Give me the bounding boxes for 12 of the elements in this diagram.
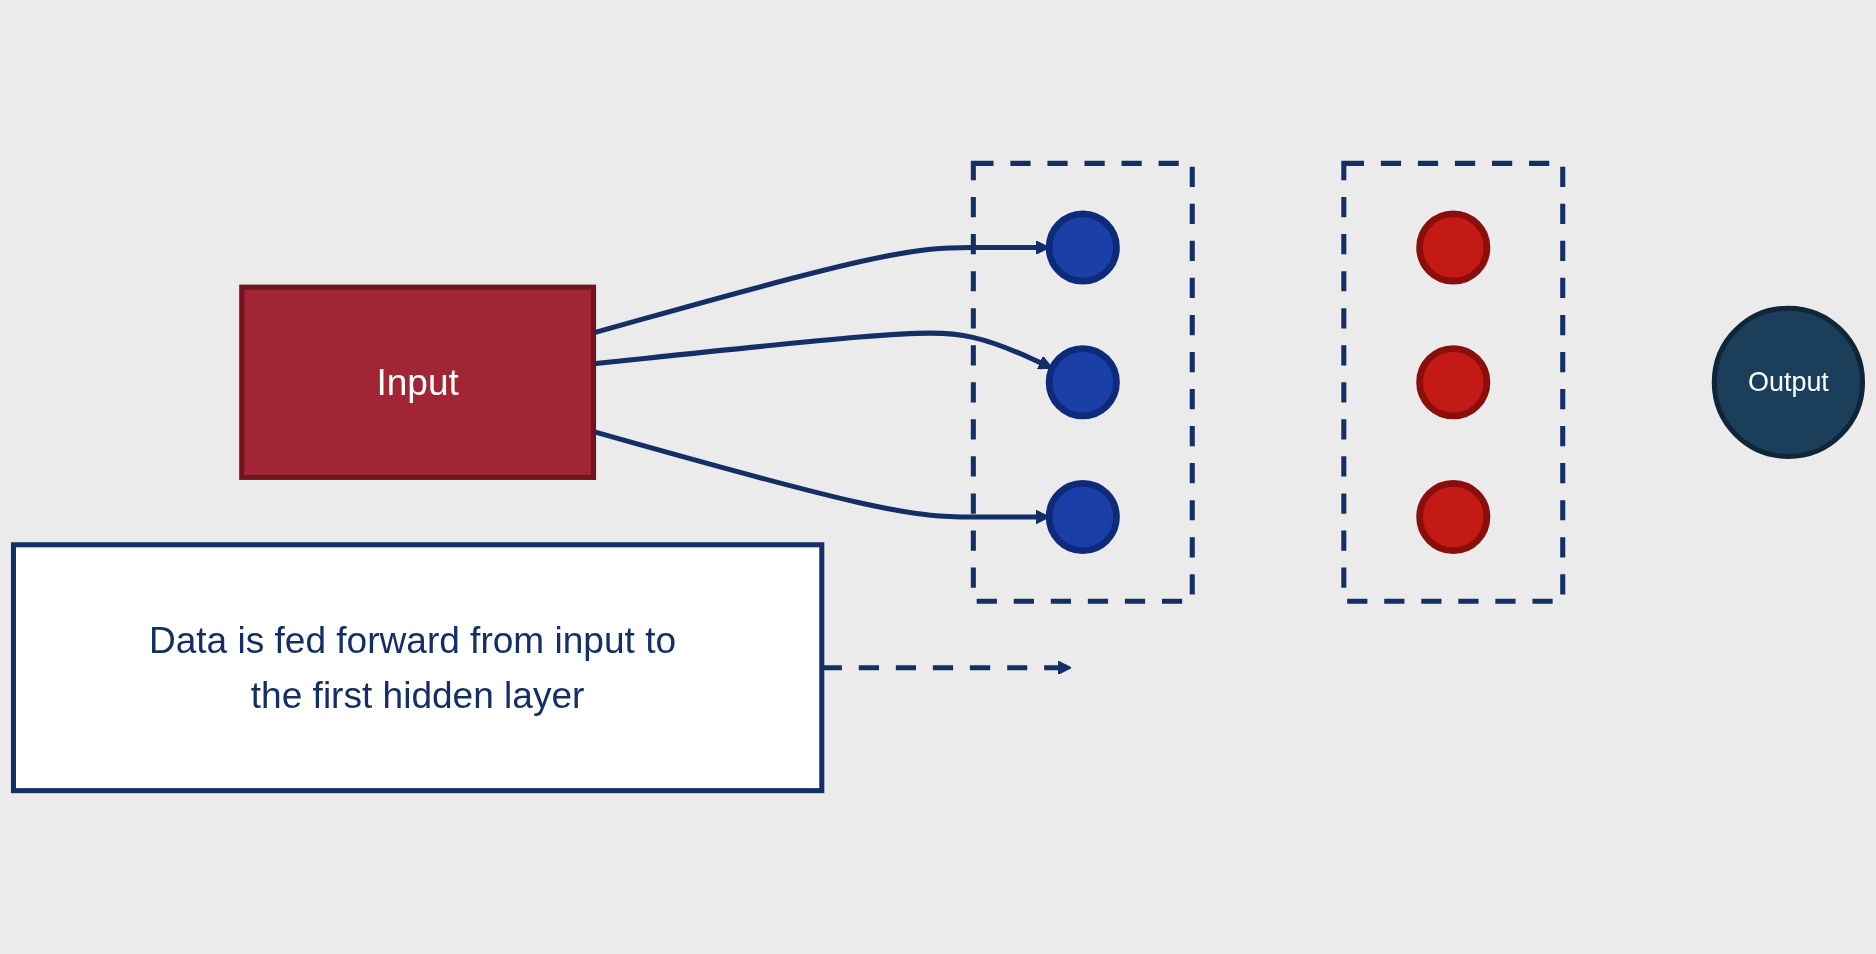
cluster (970, 160, 1195, 604)
arrow (821, 660, 1072, 676)
node-box: Data is fed forward from input to the first hidden layer (10, 542, 825, 794)
node-circle (1416, 210, 1491, 285)
node-circle (1045, 479, 1120, 555)
node-circle (1416, 345, 1491, 420)
node-circle (1045, 345, 1120, 420)
node-circle (1045, 210, 1120, 285)
node-circle (1416, 479, 1491, 555)
cluster (1341, 160, 1566, 604)
node-circle: Output (1711, 305, 1866, 459)
node-box: Input (239, 284, 597, 480)
